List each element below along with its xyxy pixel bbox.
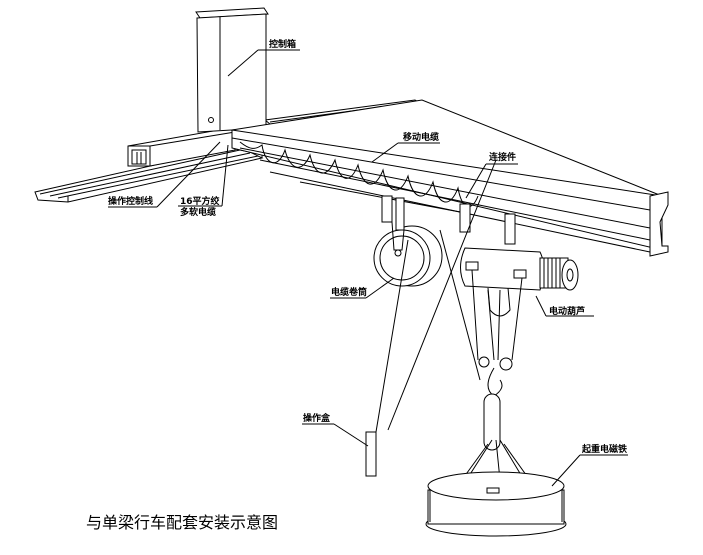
label-lifting-magnet: 起重电磁铁 xyxy=(581,443,627,455)
label-cable-reel: 电缆卷筒 xyxy=(331,286,367,298)
motor-fins xyxy=(543,258,561,288)
label-operation-box: 操作盒 xyxy=(303,412,331,424)
lifting-magnet xyxy=(425,471,567,537)
cable-reel xyxy=(373,195,443,287)
moving-cable xyxy=(239,141,479,207)
end-carriage xyxy=(127,127,236,167)
operation-box xyxy=(365,239,409,477)
label-operation-control-line: 操作控制线 xyxy=(108,195,153,207)
label-electric-hoist: 电动葫芦 xyxy=(549,305,585,317)
electric-hoist xyxy=(459,203,579,317)
label-soft-cable-line2: 多软电缆 xyxy=(180,206,216,218)
hoist-rope-and-hook xyxy=(471,269,523,451)
label-connector: 连接件 xyxy=(489,151,516,163)
connector-cable xyxy=(387,159,497,431)
diagram-caption: 与单梁行车配套安装示意图 xyxy=(86,513,278,532)
label-moving-cable: 移动电缆 xyxy=(403,131,439,143)
label-control-box: 控制箱 xyxy=(269,38,296,50)
leader-lines xyxy=(108,49,628,487)
main-girder xyxy=(231,99,669,257)
label-soft-cable-line1: 16平方绞 xyxy=(180,195,220,207)
control-box xyxy=(195,7,269,133)
